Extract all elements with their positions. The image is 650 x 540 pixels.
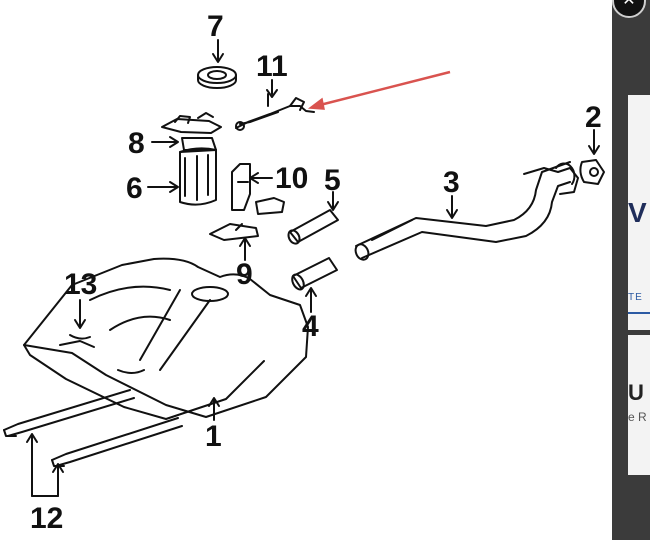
part-label-3: 3 <box>443 166 460 199</box>
part-11-clip <box>235 93 315 131</box>
background-card <box>628 335 650 475</box>
part-4-hose <box>291 257 338 291</box>
background-text-fragment: e R <box>628 410 647 424</box>
part-6-fuel-pump <box>179 147 217 206</box>
annotation-arrow <box>307 70 451 110</box>
part-5-hose <box>287 209 339 245</box>
part-label-13: 13 <box>64 268 97 301</box>
background-card <box>628 95 650 330</box>
part-7-lock-ring <box>197 66 237 89</box>
part-label-11: 11 <box>256 50 288 83</box>
part-8-sender-assembly <box>161 112 222 151</box>
part-label-6: 6 <box>126 172 143 205</box>
background-link-fragment: TE <box>628 292 643 303</box>
part-label-8: 8 <box>128 127 145 160</box>
part-label-7: 7 <box>207 10 224 43</box>
part-1-fuel-tank <box>23 257 309 420</box>
part-label-1: 1 <box>205 420 222 453</box>
background-heading-fragment: V <box>628 197 647 228</box>
part-label-4: 4 <box>302 310 319 343</box>
part-label-12: 12 <box>30 502 63 535</box>
close-icon: ✕ <box>622 0 636 9</box>
part-9-bracket <box>209 223 259 241</box>
part-12-straps <box>3 389 183 467</box>
background-page: V TE U e R <box>612 0 650 540</box>
fuel-system-diagram: 7 11 8 6 10 5 3 2 9 4 13 1 12 <box>3 10 605 535</box>
part-2-cap <box>579 159 605 185</box>
background-title-fragment: U <box>628 380 644 405</box>
part-label-5: 5 <box>324 164 341 197</box>
image-viewer: 7 11 8 6 10 5 3 2 9 4 13 1 12 <box>3 10 605 535</box>
part-3-filler-pipe <box>354 161 579 261</box>
part-label-9: 9 <box>236 258 253 291</box>
part-10-bracket <box>231 163 285 215</box>
part-label-10: 10 <box>275 162 308 195</box>
background-divider <box>628 312 650 314</box>
part-label-2: 2 <box>585 101 602 134</box>
